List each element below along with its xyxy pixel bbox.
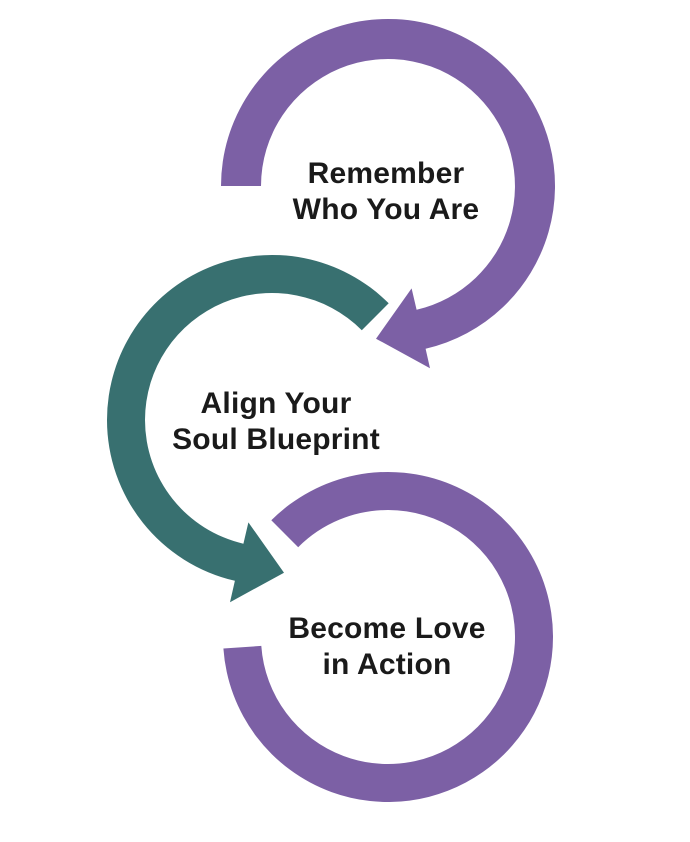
- step-label-remember: Remember Who You Are: [293, 156, 480, 228]
- step-label-become: Become Love in Action: [288, 611, 485, 683]
- step-label-align-line2: Soul Blueprint: [172, 423, 380, 456]
- step-label-remember-line1: Remember: [307, 157, 465, 190]
- step-label-align-line1: Align Your: [200, 387, 352, 420]
- step-label-align: Align Your Soul Blueprint: [172, 386, 380, 458]
- step-label-become-line1: Become Love: [288, 612, 486, 645]
- circular-arrow-align-icon: [106, 254, 389, 603]
- step-label-become-line2: in Action: [322, 648, 452, 681]
- step-label-remember-line2: Who You Are: [292, 193, 480, 226]
